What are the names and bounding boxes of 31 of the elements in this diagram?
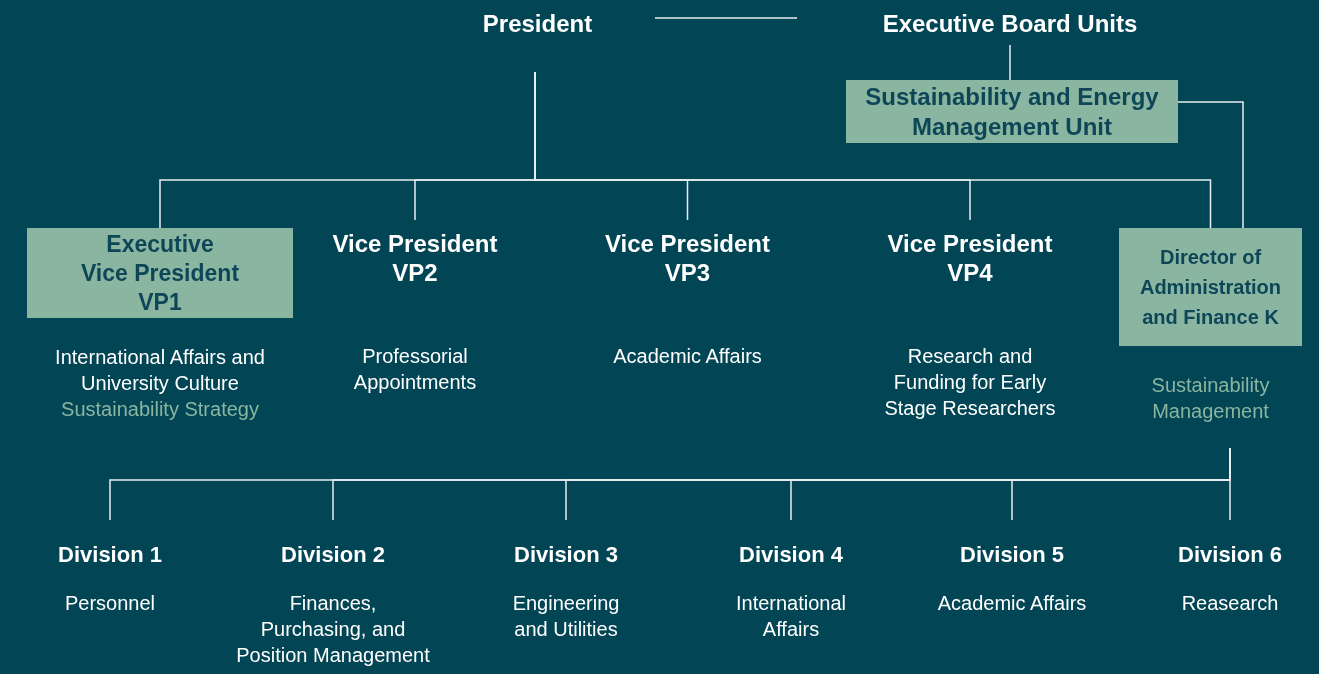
role-description: Finances, Purchasing, and Position Management	[235, 591, 431, 668]
division-title: Division 6	[1178, 541, 1282, 569]
role-title: Vice President VP3	[604, 229, 771, 287]
role-title: Vice President VP4	[886, 229, 1054, 287]
role-box: Director of Administration and Finance K	[1119, 228, 1302, 346]
role-description: Academic Affairs	[936, 591, 1088, 616]
board-units-title: Executive Board Units	[882, 9, 1138, 38]
role-description: Personnel	[63, 591, 157, 616]
role-description: International Affairs	[734, 591, 848, 642]
highlight-note: Sustainability Management	[1150, 373, 1271, 424]
connector-line	[1177, 101, 1244, 229]
role-description: Engineering and Utilities	[511, 591, 621, 642]
unit-box: Sustainability and Energy Management Unit	[846, 80, 1178, 143]
highlight-note: Sustainability Strategy	[60, 397, 260, 422]
connector-line	[534, 71, 1212, 229]
division-title: Division 5	[960, 541, 1064, 569]
role-description: Academic Affairs	[612, 344, 763, 369]
role-description: Reasearch	[1180, 591, 1280, 616]
division-title: Division 1	[58, 541, 162, 569]
division-title: Division 2	[281, 541, 385, 569]
president-title: President	[482, 9, 593, 38]
connector-line	[654, 17, 798, 19]
role-description: International Affairs and University Culture	[54, 345, 266, 396]
division-title: Division 4	[739, 541, 843, 569]
role-description: Research and Funding for Early Stage Researchers	[883, 344, 1057, 421]
role-description: Professorial Appointments	[352, 344, 478, 395]
role-box: Executive Vice President VP1	[27, 228, 293, 318]
role-title: Vice President VP2	[331, 229, 499, 287]
division-title: Division 3	[514, 541, 618, 569]
connector-line	[1009, 44, 1011, 81]
connector-line	[1229, 447, 1231, 521]
